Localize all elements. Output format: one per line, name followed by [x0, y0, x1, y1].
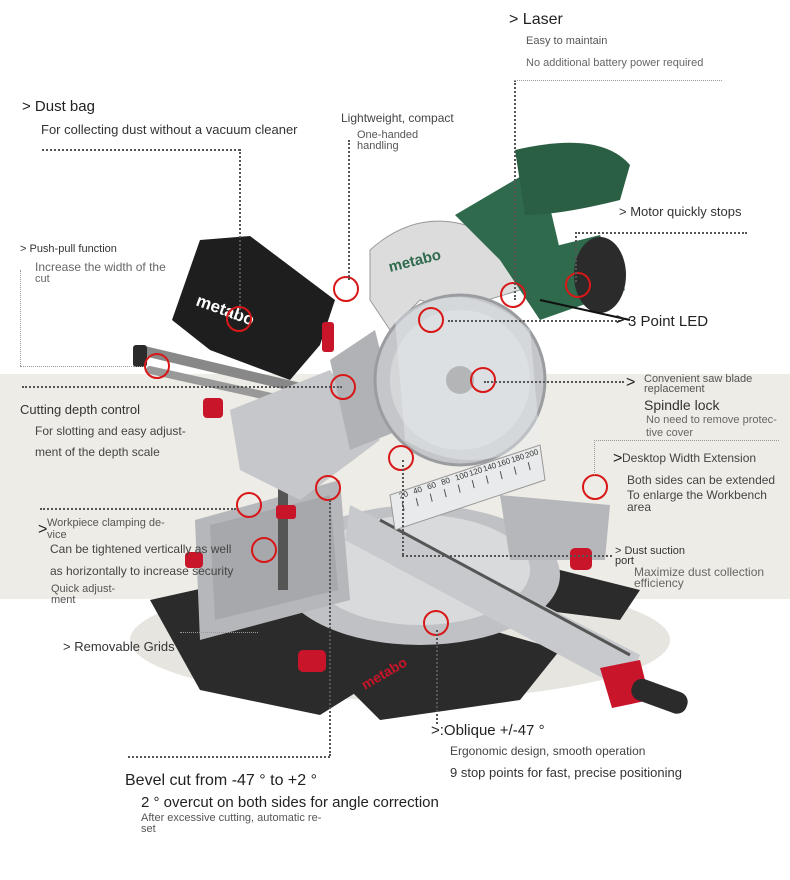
- depth-control-title: Cutting depth control: [20, 402, 140, 417]
- marker-ring: [565, 272, 591, 298]
- quick-adjust-1: Quick adjust-: [51, 583, 116, 595]
- leader-line: [575, 232, 577, 282]
- leader-line: [514, 80, 516, 300]
- blade-desc-2: replacement: [644, 383, 705, 395]
- leader-line: [575, 232, 747, 234]
- bevel-title: Bevel cut from -47 ° to +2 °: [125, 772, 317, 789]
- depth-control-desc-2: ment of the depth scale: [35, 445, 160, 459]
- push-pull-title: > Push-pull function: [20, 243, 117, 255]
- marker-ring: [470, 367, 496, 393]
- scale-tick: [471, 480, 475, 489]
- laser-desc-1: Easy to maintain: [526, 35, 608, 47]
- desktop-extension-desc-3: area: [627, 500, 652, 514]
- marker-ring: [251, 537, 277, 563]
- clamp-title-1: Workpiece clamping de-: [47, 517, 165, 529]
- bevel-desc-1: After excessive cutting, automatic re-: [141, 812, 322, 824]
- blade-arrow-icon: >: [626, 374, 636, 391]
- leader-line: [348, 140, 350, 280]
- led-title: 3 Point LED: [628, 313, 709, 330]
- laser-title: > Laser: [509, 11, 563, 28]
- scale-tick: [499, 471, 503, 480]
- leader-line: [40, 508, 236, 510]
- scale-label: 140: [482, 461, 498, 474]
- spindle-lock-desc-1: No need to remove protec-: [646, 414, 777, 426]
- leader-line: [20, 366, 144, 367]
- led-arrow-icon: >: [616, 311, 625, 328]
- leader-line: [20, 270, 21, 366]
- marker-ring: [582, 474, 608, 500]
- clamp-title-2: vice: [47, 529, 67, 541]
- scale-label: 100: [454, 470, 470, 483]
- marker-ring: [144, 353, 170, 379]
- dust-port-desc-1: Maximize dust collection: [634, 565, 765, 579]
- laser-desc-2: No additional battery power required: [526, 57, 704, 69]
- marker-ring: [500, 282, 526, 308]
- leader-line: [42, 149, 240, 151]
- leader-line: [448, 320, 620, 322]
- depth-control-desc-1: For slotting and easy adjust-: [35, 424, 186, 438]
- scale-label: 60: [426, 480, 438, 491]
- motor-stop-title: > Motor quickly stops: [619, 204, 742, 219]
- quick-adjust-2: ment: [51, 594, 76, 606]
- lightweight-title: Lightweight, compact: [341, 111, 454, 125]
- scale-label: 200: [524, 447, 540, 460]
- desktop-extension-title: Desktop Width Extension: [622, 451, 757, 465]
- scale-label: 40: [412, 485, 424, 496]
- leader-line: [128, 756, 330, 758]
- bevel-desc-2: set: [141, 823, 156, 835]
- marker-ring: [333, 276, 359, 302]
- removable-grids-title: > Removable Grids: [63, 639, 175, 654]
- push-pull-desc-1: Increase the width of the: [35, 260, 166, 274]
- leader-line: [239, 149, 241, 314]
- dust-port-desc-2: efficiency: [634, 576, 684, 590]
- scale-label: 80: [440, 476, 452, 487]
- scale-tick: [443, 489, 447, 498]
- marker-ring: [388, 445, 414, 471]
- oblique-desc-2: 9 stop points for fast, precise position…: [450, 765, 682, 780]
- marker-ring: [315, 475, 341, 501]
- leader-line: [484, 381, 624, 383]
- marker-ring: [418, 307, 444, 333]
- blade-desc-1: Convenient saw blade: [644, 373, 753, 385]
- leader-line: [436, 630, 438, 724]
- scale-tick: [527, 462, 531, 471]
- spindle-lock-title: Spindle lock: [644, 397, 720, 413]
- leader-line: [329, 500, 331, 756]
- bevel-subtitle: 2 ° overcut on both sides for angle corr…: [141, 794, 439, 811]
- scale-label: 160: [496, 456, 512, 469]
- clamp-arrow-icon: >: [38, 521, 48, 538]
- scale-tick: [415, 498, 419, 507]
- dust-port-title-2: port: [615, 555, 634, 567]
- scale-tick: [513, 466, 517, 475]
- leader-line: [402, 555, 612, 557]
- scale-tick: [429, 493, 433, 502]
- clamp-desc-1: Can be tightened vertically as well: [50, 542, 232, 556]
- scale-tick: [485, 475, 489, 484]
- dust-bag-title: > Dust bag: [22, 98, 95, 115]
- dust-port-title-1: > Dust suction: [615, 545, 686, 557]
- leader-line: [594, 440, 779, 441]
- push-pull-desc-2: cut: [35, 273, 50, 285]
- leader-line: [402, 460, 404, 555]
- scale-tick: [457, 484, 461, 493]
- desktop-extension-desc-1: Both sides can be extended: [627, 473, 776, 487]
- oblique-title: >:Oblique +/-47 °: [431, 722, 545, 739]
- oblique-desc-1: Ergonomic design, smooth operation: [450, 744, 646, 758]
- desktop-arrow-icon: >: [613, 450, 623, 467]
- dust-bag-desc: For collecting dust without a vacuum cle…: [41, 122, 298, 137]
- desktop-extension-desc-2: To enlarge the Workbench: [627, 488, 767, 502]
- clamp-desc-2: as horizontally to increase security: [50, 564, 234, 578]
- lightweight-desc-1: One-handed: [357, 129, 419, 141]
- marker-ring: [236, 492, 262, 518]
- leader-line: [22, 386, 342, 388]
- leader-line: [180, 632, 258, 633]
- leader-line: [594, 440, 595, 475]
- leader-line: [514, 80, 722, 81]
- scale-label: 180: [510, 452, 526, 465]
- spindle-lock-desc-2: tive cover: [646, 427, 694, 439]
- scale-label: 120: [468, 465, 484, 478]
- lightweight-desc-2: handling: [357, 140, 399, 152]
